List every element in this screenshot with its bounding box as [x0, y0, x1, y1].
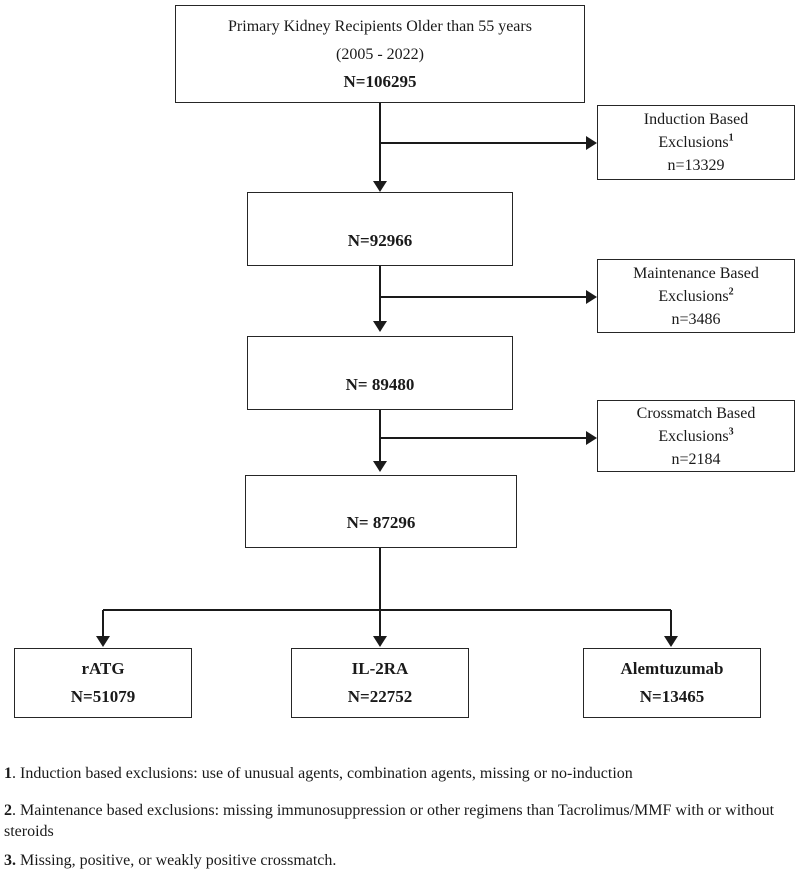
- maintenance-exclusions-line2: Exclusions2: [602, 285, 790, 308]
- box-maintenance-exclusions: Maintenance Based Exclusions2 n=3486: [597, 259, 795, 333]
- connector-drop-left: [102, 610, 104, 637]
- footnote-2: 2. Maintenance based exclusions: missing…: [4, 800, 792, 842]
- box-induction-exclusions: Induction Based Exclusions1 n=13329: [597, 105, 795, 180]
- crossmatch-exclusions-line1: Crossmatch Based: [636, 404, 756, 422]
- footnote-1: 1. Induction based exclusions: use of un…: [4, 763, 792, 784]
- arrowhead-down-1: [373, 181, 387, 192]
- footnote-3-number: 3.: [4, 852, 16, 869]
- arrowhead-down-2: [373, 321, 387, 332]
- arrowhead-down-3: [373, 461, 387, 472]
- footnote-3-text: Missing, positive, or weakly positive cr…: [16, 852, 337, 869]
- crossmatch-exclusions-word: Exclusions: [658, 427, 729, 445]
- connector-distributor: [103, 609, 671, 611]
- cohort-after-maintenance-n: N= 89480: [345, 374, 415, 394]
- arrowhead-right-2: [586, 290, 597, 304]
- arrowhead-down-center-arm: [373, 636, 387, 647]
- box-primary-cohort: Primary Kidney Recipients Older than 55 …: [175, 5, 585, 103]
- footnote-1-text: . Induction based exclusions: use of unu…: [12, 765, 633, 782]
- connector-branch-3: [380, 437, 586, 439]
- connector-branch-1: [380, 142, 586, 144]
- induction-exclusions-footnote-ref: 1: [728, 132, 734, 144]
- induction-exclusions-line1: Induction Based: [643, 111, 749, 128]
- induction-exclusions-line2: Exclusions1: [602, 131, 790, 154]
- connector-v1: [379, 103, 381, 182]
- maintenance-exclusions-n: n=3486: [671, 310, 721, 328]
- connector-v4: [379, 548, 381, 636]
- footnote-2-number: 2: [4, 802, 12, 819]
- cohort-after-induction-n: N=92966: [347, 230, 413, 250]
- arm-il2ra-label: IL-2RA: [351, 659, 409, 679]
- primary-cohort-title: Primary Kidney Recipients Older than 55 …: [228, 18, 532, 35]
- footnote-1-number: 1: [4, 765, 12, 782]
- arrowhead-down-right-arm: [664, 636, 678, 647]
- arm-il2ra-n: N=22752: [347, 686, 413, 706]
- arrowhead-right-1: [586, 136, 597, 150]
- box-final-cohort: N= 87296: [245, 475, 517, 548]
- box-cohort-after-induction: N=92966: [247, 192, 513, 266]
- arm-alemtuzumab-label: Alemtuzumab: [620, 659, 724, 679]
- arrowhead-down-left-arm: [96, 636, 110, 647]
- induction-exclusions-word: Exclusions: [658, 134, 729, 151]
- connector-v3: [379, 410, 381, 462]
- footnote-3: 3. Missing, positive, or weakly positive…: [4, 850, 792, 871]
- final-cohort-n: N= 87296: [346, 513, 416, 532]
- connector-branch-2: [380, 296, 586, 298]
- arm-alemtuzumab-n: N=13465: [639, 686, 705, 706]
- box-cohort-after-maintenance: N= 89480: [247, 336, 513, 410]
- connector-v2: [379, 266, 381, 322]
- box-arm-ratg: rATG N=51079: [14, 648, 192, 718]
- box-arm-il2ra: IL-2RA N=22752: [291, 648, 469, 718]
- footnotes: 1. Induction based exclusions: use of un…: [4, 763, 792, 871]
- connector-drop-right: [670, 610, 672, 637]
- box-arm-alemtuzumab: Alemtuzumab N=13465: [583, 648, 761, 718]
- arrowhead-right-3: [586, 431, 597, 445]
- arm-ratg-label: rATG: [81, 659, 125, 679]
- footnote-2-text: . Maintenance based exclusions: missing …: [4, 802, 775, 840]
- primary-cohort-years: (2005 - 2022): [336, 45, 424, 63]
- crossmatch-exclusions-n: n=2184: [671, 450, 721, 468]
- box-crossmatch-exclusions: Crossmatch Based Exclusions3 n=2184: [597, 400, 795, 472]
- crossmatch-exclusions-line2: Exclusions3: [602, 425, 790, 448]
- arm-ratg-n: N=51079: [70, 686, 136, 706]
- maintenance-exclusions-word: Exclusions: [658, 287, 729, 305]
- induction-exclusions-n: n=13329: [667, 157, 725, 174]
- primary-cohort-n: N=106295: [343, 72, 417, 91]
- crossmatch-exclusions-footnote-ref: 3: [728, 426, 734, 438]
- maintenance-exclusions-footnote-ref: 2: [728, 286, 734, 298]
- maintenance-exclusions-line1: Maintenance Based: [633, 264, 759, 282]
